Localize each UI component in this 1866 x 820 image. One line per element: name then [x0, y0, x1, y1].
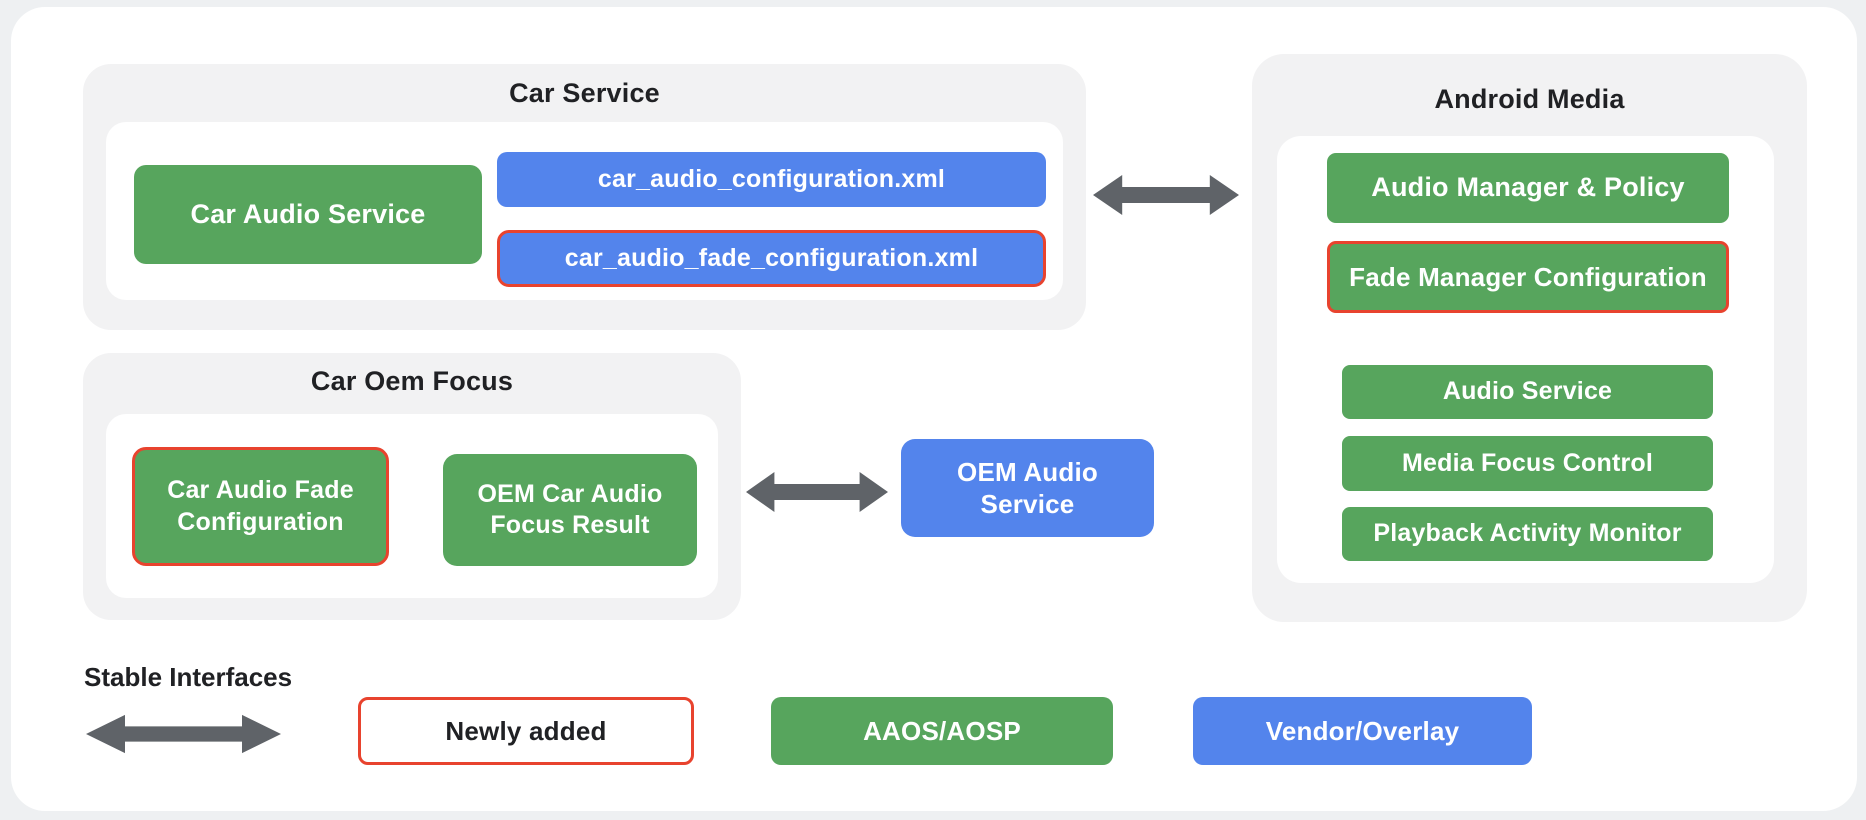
node-playback-activity-monitor: Playback Activity Monitor [1342, 507, 1713, 561]
node-fade-manager-configuration: Fade Manager Configuration [1327, 241, 1729, 313]
node-oem-car-audio-focus-result: OEM Car Audio Focus Result [443, 454, 697, 566]
node-oem-audio-service: OEM Audio Service [901, 439, 1154, 537]
bidirectional-arrow-icon [746, 470, 888, 514]
node-label: OEM Car Audio Focus Result [477, 479, 663, 539]
group-title-car-oem-focus: Car Oem Focus [310, 366, 514, 396]
android-media-inner-panel: Audio Manager & Policy Fade Manager Conf… [1277, 136, 1774, 583]
car-service-inner-panel: Car Audio Service car_audio_configuratio… [106, 122, 1063, 300]
group-car-oem-focus: Car Oem Focus Car Audio Fade Configurati… [83, 353, 741, 620]
diagram-card: Car Service Car Audio Service car_audio_… [11, 7, 1857, 811]
node-audio-manager-policy: Audio Manager & Policy [1327, 153, 1729, 223]
group-car-service: Car Service Car Audio Service car_audio_… [83, 64, 1086, 330]
node-media-focus-control: Media Focus Control [1342, 436, 1713, 491]
group-title-android-media: Android Media [1434, 84, 1625, 114]
bidirectional-arrow-icon [86, 713, 281, 755]
legend-vendor-overlay: Vendor/Overlay [1193, 697, 1532, 765]
legend-aaos-aosp: AAOS/AOSP [771, 697, 1113, 765]
node-audio-service: Audio Service [1342, 365, 1713, 419]
group-title-car-service: Car Service [509, 78, 660, 108]
node-car-audio-fade-configuration-xml: car_audio_fade_configuration.xml [497, 230, 1046, 287]
node-label: OEM Audio Service [957, 456, 1098, 520]
node-car-audio-service: Car Audio Service [134, 165, 482, 264]
car-oem-focus-inner-panel: Car Audio Fade Configuration OEM Car Aud… [106, 414, 718, 598]
node-car-audio-fade-configuration: Car Audio Fade Configuration [132, 447, 389, 566]
group-android-media: Android Media Audio Manager & Policy Fad… [1252, 54, 1807, 622]
node-car-audio-configuration-xml: car_audio_configuration.xml [497, 152, 1046, 207]
legend-newly-added: Newly added [358, 697, 694, 765]
legend-stable-interfaces-label: Stable Interfaces [84, 662, 293, 692]
bidirectional-arrow-icon [1093, 173, 1239, 217]
node-label: Car Audio Fade Configuration [167, 476, 354, 536]
